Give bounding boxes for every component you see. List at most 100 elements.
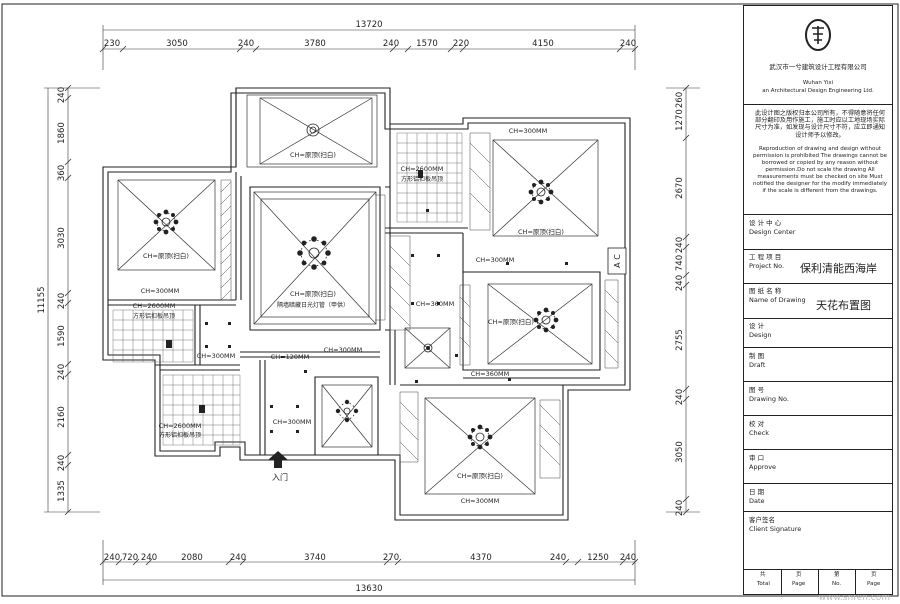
company-name-en-1: Wuhan Yixi — [802, 80, 834, 86]
dimension-lines — [44, 25, 700, 585]
left-dim: 240 — [57, 293, 67, 309]
walls — [102, 87, 631, 521]
left-dim: 240 — [57, 364, 67, 380]
company-name-cn: 武汉市一兮建筑设计工程有限公司 — [769, 63, 867, 71]
left-dim: 240 — [57, 87, 67, 103]
room-ch-label: CH=300MM — [141, 287, 180, 295]
room-note-label: 方形铝扣板吊顶 — [401, 175, 443, 183]
room-ch-label: CH=2600MM — [133, 302, 176, 310]
tile-grids — [112, 132, 463, 446]
project-name: 保利清能西海岸 — [800, 262, 877, 275]
sheet-label-en: No. — [832, 581, 842, 587]
divider — [781, 569, 782, 594]
room-ch-label: CH=300MM — [509, 127, 548, 135]
entrance-arrow-icon — [268, 451, 288, 468]
room-ch-label: CH=360MM — [471, 370, 510, 378]
left-dim: 1590 — [57, 325, 67, 347]
copyright-note-cn: 此设计图之版权归本公司所有，不得随意将任何部分翻印及用作施工，施工时应以工地现场… — [755, 110, 885, 139]
date-label-en: Date — [749, 497, 765, 505]
right-dimension-labels: 260 1270 2670 240 740 240 2755 240 3050 … — [675, 92, 685, 516]
design-label-en: Design — [749, 331, 772, 339]
divider — [744, 318, 892, 319]
chandelier-icons — [153, 123, 559, 450]
left-dim: 240 — [57, 455, 67, 471]
watermark: www.snren.com — [818, 593, 890, 603]
design-center-label-cn: 设 计 中 心 — [749, 219, 782, 227]
divider — [744, 347, 892, 348]
project-label-en: Project No. — [749, 262, 785, 270]
bottom-total-dim: 13630 — [355, 584, 382, 594]
room-ch-label: CH=2600MM — [401, 165, 444, 173]
bottom-dim: 240 — [550, 553, 566, 563]
check-label-cn: 校 对 — [749, 420, 765, 428]
right-dim: 240 — [675, 275, 685, 291]
room-ch-label: CH=原顶(扫白) — [457, 471, 503, 480]
sheet-border — [1, 3, 899, 597]
room-ch-label: CH=360MM — [416, 300, 455, 308]
downlight-icons — [166, 170, 568, 433]
room-note-label: 方形铝扣板吊顶 — [133, 312, 175, 320]
room-ch-label: CH=300MM — [476, 256, 515, 264]
top-dim: 1570 — [416, 39, 438, 49]
divider — [744, 249, 892, 250]
client-label-cn: 客户签名 — [749, 516, 775, 524]
divider — [744, 214, 892, 215]
approve-label-en: Approve — [749, 463, 777, 471]
left-dim: 2160 — [57, 406, 67, 428]
page-label-cn: 页 — [796, 572, 802, 578]
divider — [744, 104, 892, 105]
drawing-no-label-cn: 图 号 — [749, 386, 765, 394]
bottom-dim: 4370 — [470, 553, 492, 563]
right-dim: 2670 — [675, 177, 685, 199]
right-dim: 1270 — [675, 109, 685, 131]
draft-label-cn: 制 图 — [749, 352, 765, 360]
room-note-label: 方形铝扣板吊顶 — [159, 431, 201, 439]
room-ch-label: CH=原顶(扫白) — [488, 317, 534, 326]
room-ch-label: CH=原顶(扫白) — [290, 289, 336, 298]
right-dim: 240 — [675, 389, 685, 405]
bottom-dim: 240 — [620, 553, 636, 563]
divider — [818, 569, 819, 594]
copyright-note-en: Reproduction of drawing and design witho… — [752, 146, 888, 194]
left-dim: 3030 — [57, 227, 67, 249]
wall-hatching — [220, 132, 619, 479]
page-label-en: Page — [867, 581, 881, 587]
top-dim: 240 — [238, 39, 254, 49]
bottom-dim: 2080 — [181, 553, 203, 563]
room-ch-label: CH=120MM — [271, 353, 310, 361]
room-ch-label: CH=300MM — [461, 497, 500, 505]
top-dim: 3050 — [166, 39, 188, 49]
room-ch-label: CH=2600MM — [159, 422, 202, 430]
top-dim: 240 — [620, 39, 636, 49]
divider — [744, 449, 892, 450]
divider — [855, 569, 856, 594]
draft-label-en: Draft — [749, 361, 766, 369]
room-ch-label: CH=300MM — [324, 346, 363, 354]
room-labels: CH=原顶(扫白) CH=原顶(扫白) CH=原顶(扫白) 隔墙暗藏日光灯管（甲… — [133, 127, 564, 505]
sheet-label-cn: 第 — [834, 572, 840, 578]
right-dim: 240 — [675, 237, 685, 253]
project-label-cn: 工 程 项 目 — [749, 253, 782, 261]
right-dim: 3050 — [675, 441, 685, 463]
left-dim: 1335 — [57, 480, 67, 502]
room-ch-label: CH=300MM — [197, 352, 236, 360]
divider — [744, 381, 892, 382]
drawing-name-label-cn: 图 纸 名 称 — [749, 287, 782, 295]
drawing-name-label-en: Name of Drawing — [749, 296, 806, 304]
bottom-dim: 240 — [230, 553, 246, 563]
top-dimension-labels: 13720 230 3050 240 3780 240 1570 220 415… — [104, 20, 636, 49]
divider — [744, 415, 892, 416]
bottom-dim: 270 — [383, 553, 399, 563]
right-dim: 240 — [675, 500, 685, 516]
room-ch-label: CH=原顶(扫白) — [518, 227, 564, 236]
drawing-name: 天花布置图 — [816, 299, 871, 312]
bottom-dim: 720 — [122, 553, 138, 563]
entrance-label: 入门 — [272, 472, 288, 482]
title-block: 武汉市一兮建筑设计工程有限公司 Wuhan Yixi an Architectu… — [743, 5, 893, 595]
drawing-no-label-en: Drawing No. — [749, 395, 789, 403]
bottom-dimension-labels: 240 720 240 2080 240 3740 270 4370 240 1… — [104, 553, 636, 594]
right-dim: 260 — [675, 92, 685, 108]
dimension-ticks — [64, 45, 690, 566]
company-logo — [805, 19, 831, 51]
